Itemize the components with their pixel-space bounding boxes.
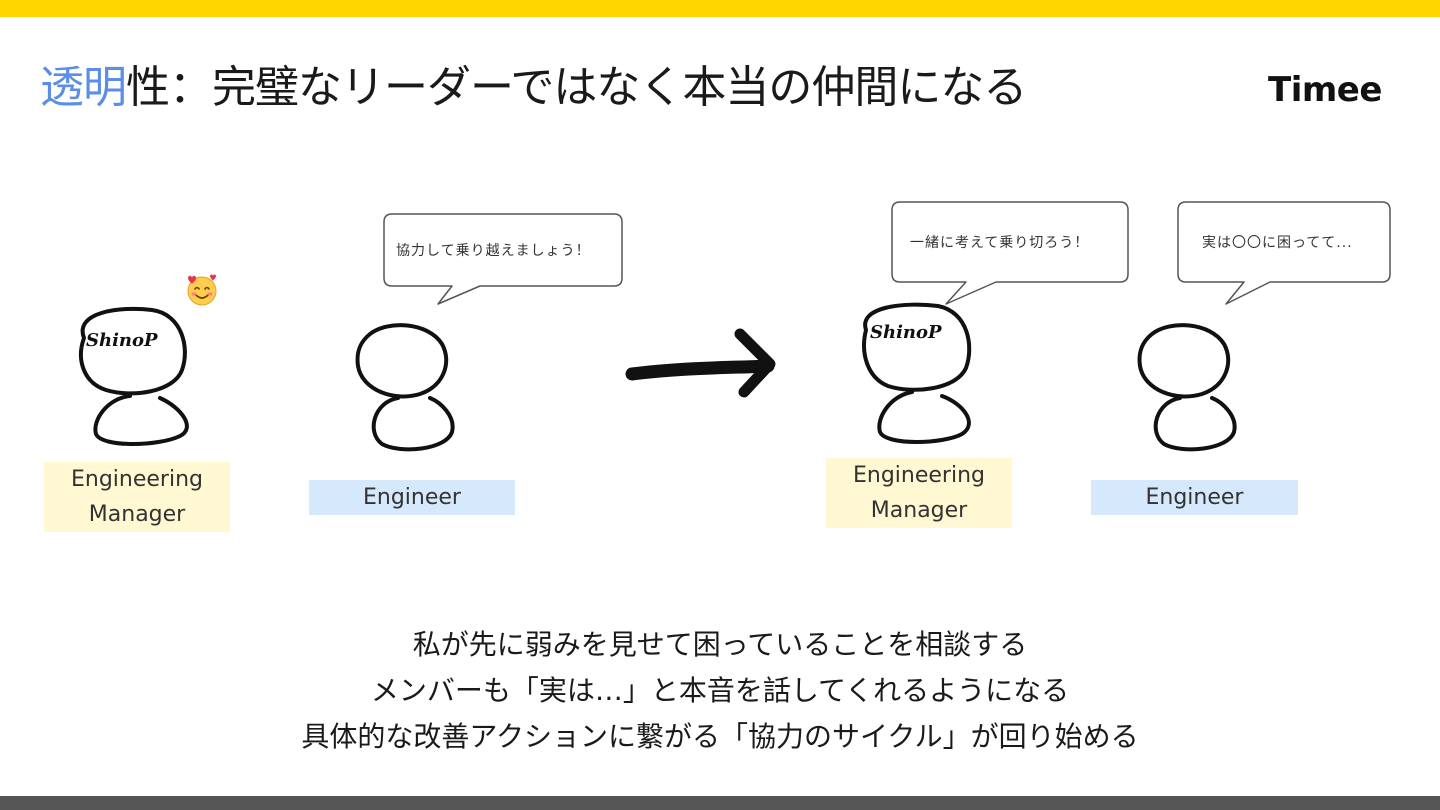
label-engineer-after: Engineer (1091, 480, 1298, 515)
title-rest: 性：完璧なリーダーではなく本当の仲間になる (126, 62, 1027, 113)
label-text: Engineering Manager (853, 463, 985, 523)
speech-bubble-manager-after (891, 201, 1129, 305)
speech-text-engineer-before: 協力して乗り越えましょう！ (396, 243, 591, 259)
caption: 私が先に弱みを見せて困っていることを相談する メンバーも「実は…」と本音を話して… (0, 622, 1440, 760)
caption-line: 私が先に弱みを見せて困っていることを相談する (412, 628, 1028, 661)
bottom-bar (0, 796, 1440, 810)
speech-bubble-engineer-after (1177, 201, 1391, 305)
engineer-figure-before (355, 323, 455, 452)
manager-head-text-after: ShinoP (870, 322, 942, 343)
timee-logo: Timee (1268, 70, 1382, 110)
title-highlight: 透明 (40, 62, 127, 113)
speech-text-manager-after: 一緒に考えて乗り切ろう！ (910, 235, 1090, 251)
right-arrow-icon (625, 328, 776, 398)
label-engineering-manager-before: Engineering Manager (44, 462, 230, 532)
speech-text-engineer-after: 実は〇〇に困ってて... (1202, 235, 1353, 251)
label-engineering-manager-after: Engineering Manager (826, 458, 1012, 528)
caption-line: メンバーも「実は…」と本音を話してくれるようになる (370, 674, 1070, 707)
speech-bubble-engineer-before (383, 213, 623, 305)
caption-line: 具体的な改善アクションに繋がる「協力のサイクル」が回り始める (301, 720, 1139, 753)
smiling-face-with-hearts-icon (187, 274, 217, 306)
label-text: Engineering Manager (71, 467, 203, 527)
manager-figure-before (79, 306, 189, 446)
label-engineer-before: Engineer (309, 480, 515, 515)
manager-head-text-before: ShinoP (86, 330, 158, 351)
engineer-figure-after (1137, 323, 1237, 452)
manager-figure-after (862, 302, 972, 444)
slide-title: 透明性：完璧なリーダーではなく本当の仲間になる (40, 58, 1027, 118)
top-accent-bar (0, 0, 1440, 17)
